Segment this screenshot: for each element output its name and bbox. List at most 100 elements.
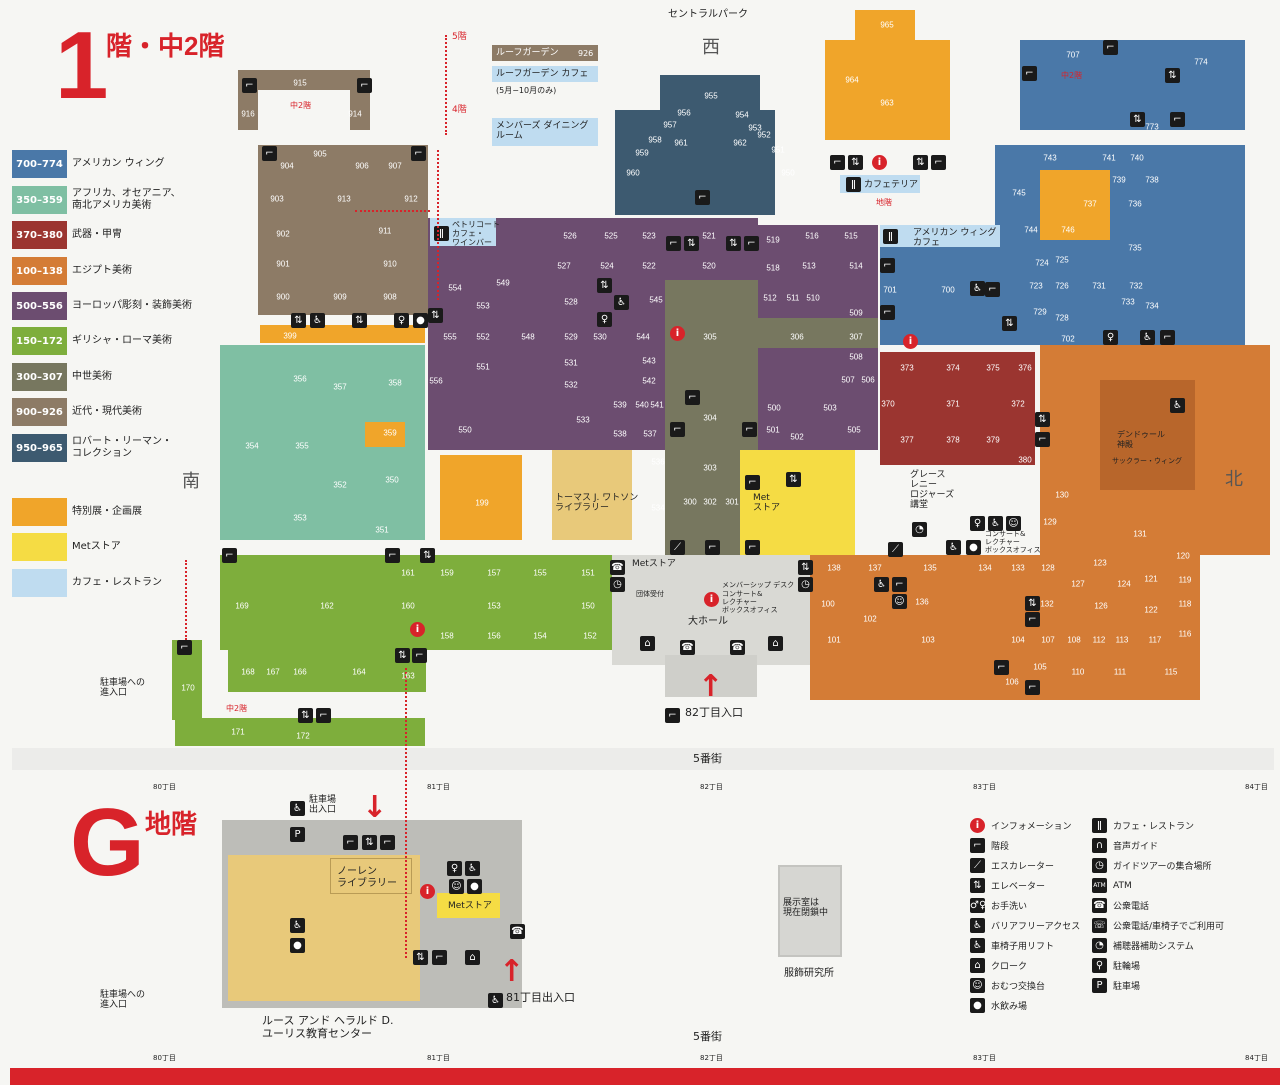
room-number: 725 bbox=[1055, 255, 1069, 265]
roof-cafe-label: ルーフガーデン カフェ bbox=[496, 69, 589, 79]
room-number: 911 bbox=[378, 226, 392, 236]
room-number: 105 bbox=[1033, 662, 1047, 672]
room-number: 151 bbox=[581, 568, 595, 578]
room-number: 552 bbox=[476, 332, 490, 342]
room-number: 128 bbox=[1041, 563, 1055, 573]
elevator-icon: ⇅ bbox=[291, 313, 306, 328]
elevator-icon: ⇅ bbox=[1165, 68, 1180, 83]
room-number: 961 bbox=[674, 138, 688, 148]
room-number: 521 bbox=[702, 231, 716, 241]
stairs-icon: ⌐ bbox=[432, 950, 447, 965]
legend-label: 武器・甲冑 bbox=[72, 229, 122, 240]
legend-swatch: 350–359 bbox=[12, 186, 67, 214]
american-wing-area bbox=[880, 240, 1245, 345]
escalator-icon: ⟋ bbox=[970, 858, 985, 873]
wheelchair-icon: ♿ bbox=[290, 801, 305, 816]
room-number: 731 bbox=[1092, 281, 1106, 291]
room-number: 511 bbox=[786, 293, 800, 303]
special-exhibition-area bbox=[260, 325, 425, 343]
room-number: 905 bbox=[313, 149, 327, 159]
tour-meeting-icon: ◷ bbox=[610, 577, 625, 592]
elevator-icon: ⇅ bbox=[848, 155, 863, 170]
water-icon: ● bbox=[290, 938, 305, 953]
phone-icon: ☎ bbox=[610, 560, 625, 575]
legend-swatch bbox=[12, 498, 67, 526]
elevator-icon: ⇅ bbox=[597, 278, 612, 293]
water-icon: ● bbox=[970, 998, 985, 1013]
room-number: 524 bbox=[600, 261, 614, 271]
parking-exit-label: 駐車場 出入口 bbox=[309, 795, 337, 815]
room-number: 963 bbox=[880, 98, 894, 108]
room-number: 702 bbox=[1061, 334, 1075, 344]
ground-met-store-label: Metストア bbox=[448, 901, 492, 911]
fifth-avenue-label: 5番街 bbox=[693, 752, 722, 765]
room-number: 163 bbox=[401, 671, 415, 681]
stairs-icon: ⌐ bbox=[742, 422, 757, 437]
legend-label: 近代・現代美術 bbox=[72, 406, 142, 417]
room-number: 516 bbox=[805, 231, 819, 241]
mezzanine-label: 中2階 bbox=[290, 101, 312, 110]
cafe-icon: ǁ bbox=[883, 229, 898, 244]
room-number: 301 bbox=[725, 497, 739, 507]
hearing-icon: ◔ bbox=[912, 522, 927, 537]
parking-icon: P bbox=[290, 827, 305, 842]
room-number: 155 bbox=[533, 568, 547, 578]
room-number: 371 bbox=[946, 399, 960, 409]
stairs-icon: ⌐ bbox=[745, 475, 760, 490]
room-number: 555 bbox=[443, 332, 457, 342]
mezzanine-label: 中2階 bbox=[226, 704, 248, 713]
icon-legend-label: 音声ガイド bbox=[1113, 842, 1159, 852]
roof-room-label: 926 bbox=[578, 49, 594, 58]
room-number: 126 bbox=[1094, 601, 1108, 611]
room-number: 958 bbox=[648, 135, 662, 145]
room-number: 111 bbox=[1113, 667, 1127, 677]
stairs-icon: ⌐ bbox=[1022, 66, 1037, 81]
met-store-area bbox=[740, 450, 855, 555]
entrance-steps-area bbox=[665, 655, 757, 697]
room-number: 399 bbox=[283, 331, 297, 341]
street-83: 83丁目 bbox=[973, 1054, 996, 1062]
room-number: 168 bbox=[241, 667, 255, 677]
room-number: 549 bbox=[496, 278, 510, 288]
room-number: 154 bbox=[533, 631, 547, 641]
room-number: 166 bbox=[293, 667, 307, 677]
wheelchair-icon: ♿ bbox=[290, 918, 305, 933]
room-number: 106 bbox=[1005, 677, 1019, 687]
information-icon: i bbox=[704, 592, 719, 607]
ground-fifth-avenue-label: 5番街 bbox=[693, 1030, 722, 1043]
legend-item: カフェ・レストラン bbox=[12, 569, 222, 597]
restroom-icon: ♀ bbox=[970, 516, 985, 531]
icon-legend-item: ◷ガイドツアーの集合場所 bbox=[1092, 858, 1211, 873]
stairs-icon: ⌐ bbox=[880, 258, 895, 273]
room-number: 514 bbox=[849, 261, 863, 271]
special-exhibition-area bbox=[365, 422, 405, 447]
legend-item: 特別展・企画展 bbox=[12, 498, 222, 526]
icon-legend-item: ⇅エレベーター bbox=[970, 878, 1045, 893]
room-number: 955 bbox=[704, 91, 718, 101]
room-number: 735 bbox=[1128, 243, 1142, 253]
room-number: 100 bbox=[821, 599, 835, 609]
cafe-icon: ǁ bbox=[1092, 818, 1107, 833]
room-number: 104 bbox=[1011, 635, 1025, 645]
room-number: 964 bbox=[845, 75, 859, 85]
room-number: 533 bbox=[576, 415, 590, 425]
room-number: 199 bbox=[475, 498, 489, 508]
room-number: 900 bbox=[276, 292, 290, 302]
room-number: 553 bbox=[476, 301, 490, 311]
room-number: 502 bbox=[790, 432, 804, 442]
street-84: 84丁目 bbox=[1245, 1054, 1268, 1062]
escalator-icon: ⟋ bbox=[888, 542, 903, 557]
room-number: 373 bbox=[900, 363, 914, 373]
room-number: 903 bbox=[270, 194, 284, 204]
information-icon: i bbox=[410, 622, 425, 637]
room-number: 157 bbox=[487, 568, 501, 578]
room-number: 134 bbox=[978, 563, 992, 573]
closed-gallery-block bbox=[778, 865, 842, 957]
street-82: 82丁目 bbox=[700, 783, 723, 791]
stairs-icon: ⌐ bbox=[880, 305, 895, 320]
elevator-icon: ⇅ bbox=[395, 648, 410, 663]
audio-guide-icon: ∩ bbox=[1092, 838, 1107, 853]
route-path bbox=[437, 150, 439, 300]
